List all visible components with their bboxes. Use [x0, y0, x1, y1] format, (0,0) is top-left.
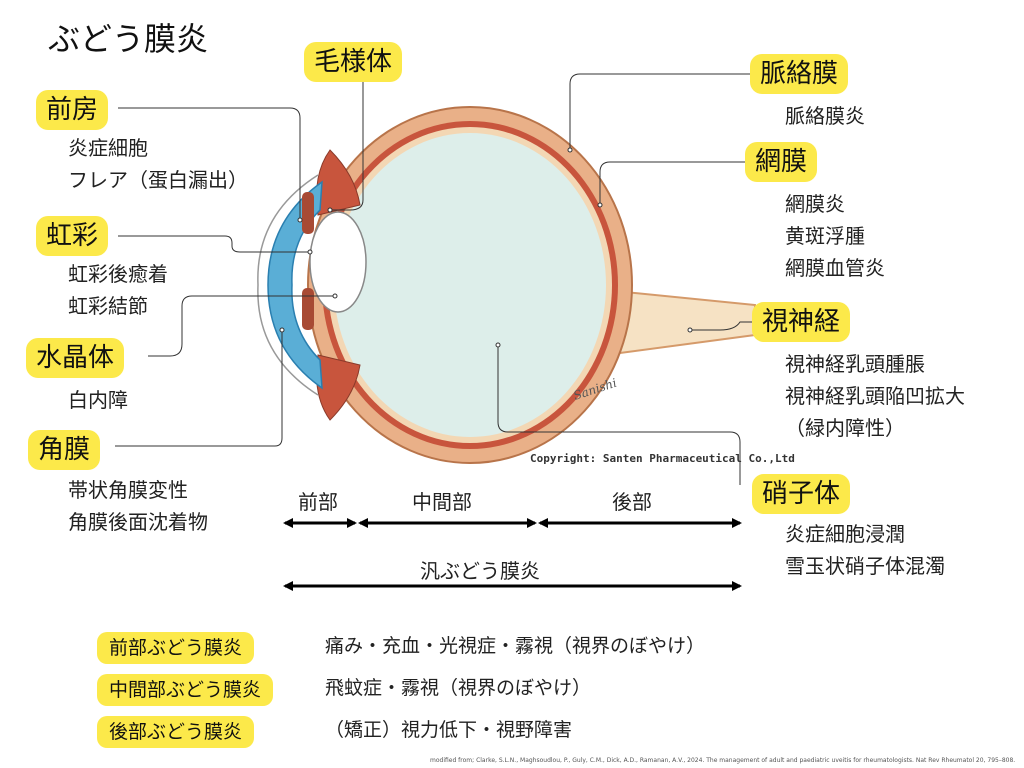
label-choroid: 脈絡膜 — [750, 54, 849, 94]
leader-iris — [118, 235, 310, 253]
vitreous-body — [334, 133, 606, 437]
findings-vitreous: 炎症細胞浸潤 雪玉状硝子体混濁 — [785, 518, 945, 582]
label-optic-nerve: 視神経 — [752, 302, 851, 342]
finding-item: 虹彩結節 — [68, 294, 148, 318]
leader-ciliary-body — [330, 80, 364, 211]
leader-retina — [599, 161, 745, 205]
symptom-text-intermediate: 飛蚊症・霧視（視界のぼやけ） — [325, 677, 592, 699]
finding-item: 白内障 — [68, 388, 128, 412]
label-vitreous: 硝子体 — [752, 474, 851, 514]
finding-item: 脈絡膜炎 — [785, 104, 865, 128]
leader-optic-nerve — [690, 321, 755, 331]
finding-item: 炎症細胞 — [68, 136, 148, 160]
findings-optic-nerve: 視神経乳頭腫脹 視神経乳頭陥凹拡大 （緑内障性） — [785, 348, 965, 444]
copyright-text: Copyright: Santen Pharmaceutical Co.,Ltd — [530, 452, 795, 465]
findings-iris: 虹彩後癒着 虹彩結節 — [68, 258, 168, 322]
symptom-type-anterior: 前部ぶどう膜炎 — [97, 632, 255, 664]
iris-lower — [302, 288, 314, 330]
findings-retina: 網膜炎 黄斑浮腫 網膜血管炎 — [785, 188, 885, 284]
label-ciliary-body: 毛様体 — [304, 42, 403, 82]
label-anterior-chamber: 前房 — [36, 90, 109, 130]
segment-pan-label: 汎ぶどう膜炎 — [420, 559, 540, 583]
finding-item: 網膜血管炎 — [785, 256, 885, 280]
findings-lens: 白内障 — [68, 384, 128, 416]
label-retina: 網膜 — [745, 142, 818, 182]
finding-item: フレア（蛋白漏出） — [68, 168, 248, 192]
finding-item: 角膜後面沈着物 — [68, 510, 208, 534]
finding-item: 帯状角膜変性 — [68, 478, 188, 502]
citation-text: modified from; Clarke, S.L.N., Maghsoudl… — [430, 757, 1016, 764]
finding-item: 雪玉状硝子体混濁 — [785, 554, 945, 578]
findings-choroid: 脈絡膜炎 — [785, 100, 865, 132]
symptom-type-intermediate: 中間部ぶどう膜炎 — [97, 674, 274, 706]
leader-cornea — [115, 330, 283, 447]
cornea-outer — [257, 174, 319, 396]
leader-anterior-chamber — [118, 107, 301, 220]
finding-item: 炎症細胞浸潤 — [785, 522, 905, 546]
label-iris: 虹彩 — [36, 216, 109, 256]
leader-vitreous — [497, 345, 741, 485]
symptom-type-posterior: 後部ぶどう膜炎 — [97, 716, 255, 748]
lens-shape — [309, 211, 367, 313]
finding-item: （緑内障性） — [785, 416, 905, 440]
segment-anterior-label: 前部 — [298, 490, 338, 514]
ciliary-body-lower — [316, 354, 361, 421]
finding-item: 虹彩後癒着 — [68, 262, 168, 286]
segment-posterior-label: 後部 — [612, 490, 652, 514]
finding-item: 網膜炎 — [785, 192, 845, 216]
finding-item: 視神経乳頭陥凹拡大 — [785, 384, 965, 408]
segment-intermediate-label: 中間部 — [412, 490, 472, 514]
finding-item: 黄斑浮腫 — [785, 224, 865, 248]
leader-lens — [148, 295, 335, 357]
finding-item: 視神経乳頭腫脹 — [785, 352, 925, 376]
label-cornea: 角膜 — [28, 430, 101, 470]
ciliary-body-upper — [316, 149, 361, 216]
findings-cornea: 帯状角膜変性 角膜後面沈着物 — [68, 474, 208, 538]
findings-anterior-chamber: 炎症細胞 フレア（蛋白漏出） — [68, 132, 248, 196]
label-lens: 水晶体 — [26, 338, 125, 378]
iris-upper — [302, 192, 314, 234]
symptom-text-anterior: 痛み・充血・光視症・霧視（視界のぼやけ） — [325, 635, 706, 657]
leader-choroid — [569, 73, 750, 150]
page-title: ぶどう膜炎 — [48, 20, 209, 58]
symptom-text-posterior: （矯正）視力低下・視野障害 — [325, 719, 573, 741]
